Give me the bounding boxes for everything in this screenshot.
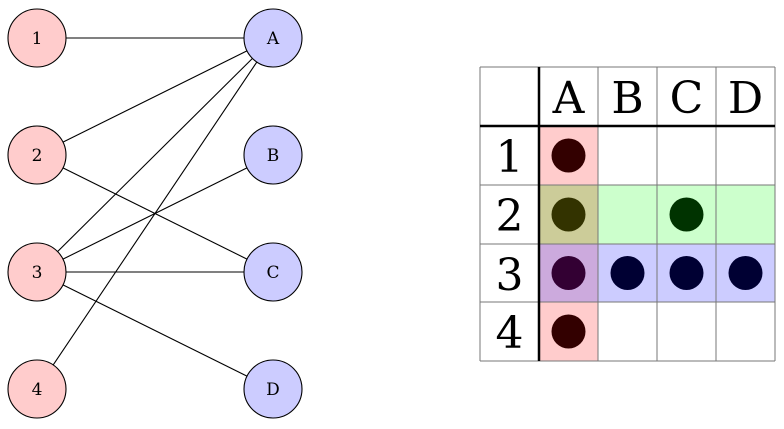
dot-3-A bbox=[551, 256, 586, 290]
node-circle bbox=[243, 125, 303, 185]
node-circle bbox=[243, 242, 303, 302]
row-header-4: 4 bbox=[496, 308, 524, 359]
row-header-2: 2 bbox=[496, 191, 524, 242]
dot-1-A bbox=[551, 138, 586, 173]
right-node-A: A bbox=[243, 8, 303, 68]
left-node-3: 3 bbox=[7, 242, 67, 302]
dot-3-C bbox=[669, 256, 704, 290]
dot-3-D bbox=[728, 256, 763, 290]
node-circle bbox=[243, 359, 303, 419]
right-node-D: D bbox=[243, 359, 303, 419]
graph-nodes: 1 2 3 4 A B C D bbox=[7, 8, 303, 419]
node-label: A bbox=[266, 29, 280, 49]
edge-3-A bbox=[36, 37, 274, 273]
column-header-D: D bbox=[728, 73, 763, 124]
left-node-2: 2 bbox=[7, 125, 67, 185]
node-label: 4 bbox=[32, 380, 43, 400]
column-header-B: B bbox=[611, 73, 643, 124]
node-circle bbox=[7, 125, 67, 185]
node-label: 3 bbox=[32, 263, 43, 283]
dot-2-A bbox=[551, 197, 586, 232]
dot-2-C bbox=[669, 197, 704, 232]
node-label: B bbox=[267, 146, 280, 166]
node-label: C bbox=[266, 263, 279, 283]
column-header-C: C bbox=[670, 73, 704, 124]
left-node-1: 1 bbox=[7, 8, 67, 68]
edge-3-D bbox=[36, 271, 274, 390]
node-label: 2 bbox=[32, 146, 43, 166]
node-label: 1 bbox=[32, 29, 43, 49]
dot-3-B bbox=[610, 256, 645, 290]
left-node-4: 4 bbox=[7, 359, 67, 419]
graph-edges bbox=[36, 37, 274, 390]
right-node-C: C bbox=[243, 242, 303, 302]
row-header-3: 3 bbox=[496, 250, 524, 301]
node-circle bbox=[243, 8, 303, 68]
row-header-1: 1 bbox=[496, 132, 524, 183]
edge-2-A bbox=[36, 37, 274, 156]
dot-4-A bbox=[551, 314, 586, 349]
node-circle bbox=[7, 359, 67, 419]
edge-4-A bbox=[36, 37, 274, 390]
node-label: D bbox=[266, 380, 280, 400]
right-node-B: B bbox=[243, 125, 303, 185]
node-circle bbox=[7, 8, 67, 68]
column-header-A: A bbox=[552, 73, 586, 124]
node-circle bbox=[7, 242, 67, 302]
